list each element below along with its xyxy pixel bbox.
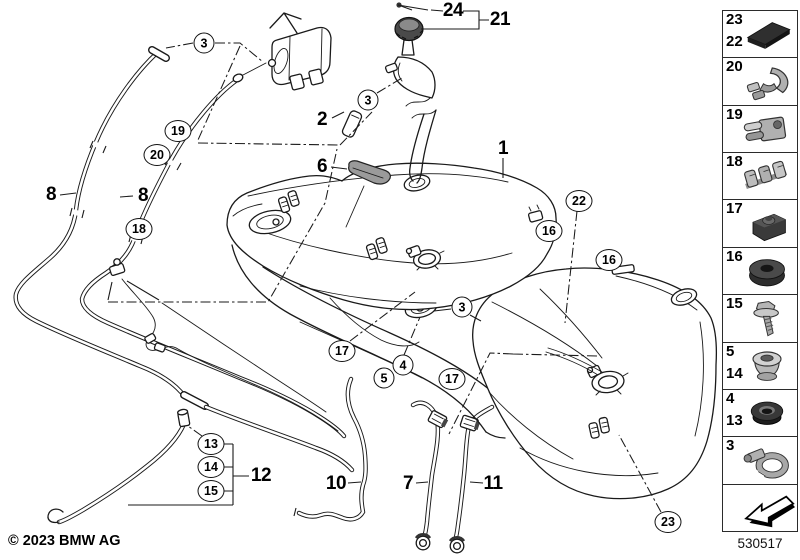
callout-8b[interactable]: 8	[137, 185, 149, 206]
multi-clip-icon	[739, 154, 795, 198]
legend-part-number: 16	[726, 247, 743, 265]
legend-cell-19[interactable]: 19	[723, 106, 797, 154]
callout-3c[interactable]: 3	[451, 296, 473, 318]
screw-icon	[739, 297, 795, 341]
legend-cell-3[interactable]: 3	[723, 437, 797, 485]
callout-6[interactable]: 6	[316, 156, 328, 177]
legend-cell-15[interactable]: 15	[723, 295, 797, 343]
callout-1[interactable]: 1	[497, 138, 509, 159]
legend-cell-18[interactable]: 18	[723, 153, 797, 201]
grommet-round-icon	[739, 249, 795, 293]
direction-arrow-icon	[739, 486, 795, 530]
leader-lines	[59, 4, 662, 513]
legend-part-numbers: 15	[726, 296, 743, 311]
fuel-pump-flange-right	[586, 364, 629, 396]
callout-11[interactable]: 11	[483, 473, 503, 494]
copyright-text: © 2023 BMW AG	[8, 533, 121, 549]
callout-21[interactable]: 21	[489, 9, 511, 30]
diagram-number: 530517	[737, 536, 783, 551]
fuel-filler-cap	[394, 16, 424, 42]
neck-nipple	[384, 62, 398, 74]
callout-16a[interactable]: 16	[535, 220, 563, 242]
callout-13[interactable]: 13	[197, 433, 225, 455]
clip-large-icon	[739, 60, 795, 104]
seal-strip-6	[345, 160, 391, 228]
vent-hose-10	[293, 379, 366, 519]
legend-part-number: 3	[726, 437, 735, 455]
rubber-ring-icon	[739, 391, 795, 435]
callout-23[interactable]: 23	[654, 511, 682, 533]
legend-part-numbers: 20	[726, 59, 743, 74]
legend-part-number: 20	[726, 58, 743, 76]
legend-part-numbers: 3	[726, 438, 734, 453]
rubber-mount-icon	[739, 202, 795, 246]
legend-part-number: 13	[726, 411, 743, 429]
callout-18[interactable]: 18	[125, 218, 153, 240]
callout-8a[interactable]: 8	[45, 184, 57, 205]
legend-part-numbers: 16	[726, 249, 743, 264]
fuel-tank-right	[472, 264, 717, 500]
bracket-pipe-12	[47, 408, 191, 523]
hose-piece-2	[341, 110, 363, 138]
callout-17b[interactable]: 17	[438, 368, 466, 390]
callout-22[interactable]: 22	[565, 190, 593, 212]
callout-10[interactable]: 10	[325, 473, 347, 494]
vent-hose-11	[448, 407, 492, 554]
vent-hose-7	[413, 403, 449, 551]
legend-cell-16[interactable]: 16	[723, 248, 797, 296]
callout-3b[interactable]: 3	[357, 89, 379, 111]
legend-part-number: 15	[726, 295, 743, 313]
callout-20[interactable]: 20	[143, 144, 171, 166]
callout-12[interactable]: 12	[250, 465, 272, 486]
legend-cell-20[interactable]: 20	[723, 58, 797, 106]
callout-19[interactable]: 19	[164, 120, 192, 142]
legend-part-number: 17	[726, 200, 743, 218]
legend-part-number: 14	[726, 364, 743, 382]
canister-inlet	[267, 58, 277, 68]
fuel-pump-flange-left	[405, 245, 445, 271]
callout-4[interactable]: 4	[392, 354, 414, 376]
callout-7[interactable]: 7	[402, 473, 414, 494]
hose-clamp-icon	[739, 439, 795, 483]
legend-cell-17[interactable]: 17	[723, 200, 797, 248]
funnel-grommet-icon	[739, 344, 795, 388]
fuel-feed-lines	[107, 258, 339, 432]
pad-icon	[739, 12, 795, 56]
legend-part-numbers: 19	[726, 107, 743, 122]
vent-valve	[107, 258, 160, 301]
callout-14[interactable]: 14	[197, 456, 225, 478]
legend-cell-direction-arrow[interactable]	[723, 485, 797, 531]
legend-part-number: 4	[726, 389, 735, 407]
legend-part-numbers: 17	[726, 201, 743, 216]
callout-17a[interactable]: 17	[328, 340, 356, 362]
callout-2[interactable]: 2	[316, 109, 328, 130]
legend-part-number: 5	[726, 342, 735, 360]
callout-3a[interactable]: 3	[193, 32, 215, 54]
legend-part-number: 19	[726, 105, 743, 123]
legend-part-number: 23	[726, 11, 743, 28]
legend-part-numbers: 18	[726, 154, 743, 169]
fuel-tank-left	[226, 162, 557, 311]
callout-24[interactable]: 24	[442, 0, 464, 21]
holder-icon	[739, 107, 795, 151]
callout-16b[interactable]: 16	[595, 249, 623, 271]
legend-part-number: 18	[726, 153, 743, 171]
callout-5[interactable]: 5	[373, 367, 395, 389]
filler-pipe-assembly	[384, 2, 437, 184]
carbon-canister	[267, 12, 332, 91]
legend-part-number: 22	[726, 33, 743, 50]
tank-edge-clip	[527, 204, 544, 223]
callout-15[interactable]: 15	[197, 480, 225, 502]
